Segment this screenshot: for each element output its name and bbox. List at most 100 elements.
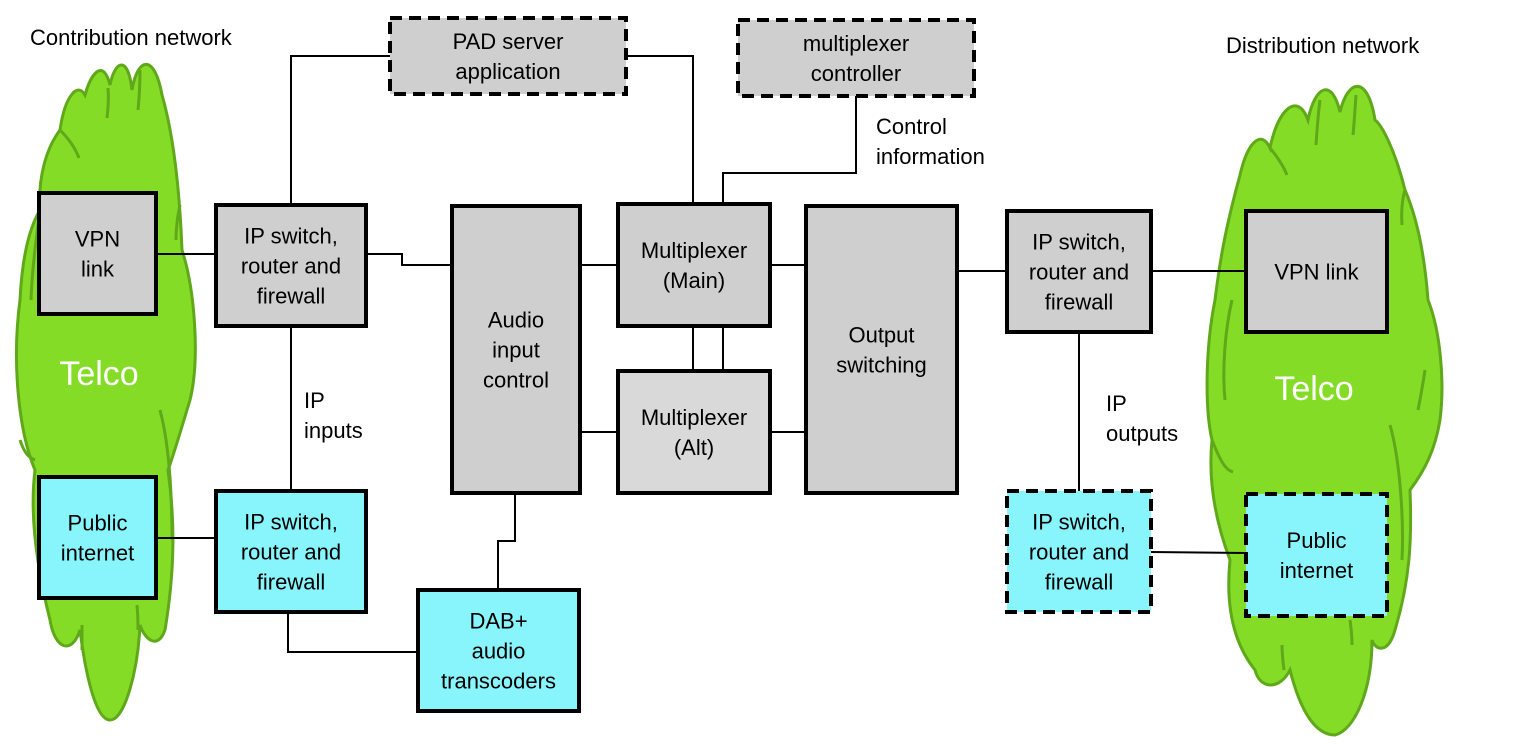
ip-inputs-label-line: IP	[304, 388, 325, 413]
dab-transcoders-label: DAB+	[469, 609, 527, 634]
ip-outputs-label-line: outputs	[1106, 421, 1178, 446]
switch-left-top-box: IP switch, router and firewall	[214, 203, 368, 328]
ip-inputs-label: IP inputs	[304, 388, 363, 443]
output-switching-label: switching	[836, 353, 926, 378]
cloud-right-fold	[1388, 424, 1404, 561]
switch-left-top-rect	[214, 203, 368, 328]
cloud-right-fold	[1222, 299, 1234, 401]
switch-right-bottom-box: IP switch, router and firewall	[1005, 489, 1153, 614]
vpn-left-rect	[37, 191, 158, 316]
dab-transcoders-rect	[416, 588, 581, 713]
vpn-right-box: VPN link	[1244, 209, 1389, 334]
cloud-left-fold	[174, 204, 182, 241]
audio-input-label: control	[483, 368, 549, 393]
ip-outputs-label: IP outputs	[1106, 391, 1178, 446]
public-left-box: Public internet	[37, 475, 158, 600]
cloud-left-fold	[158, 409, 174, 541]
switch-right-top-label: IP switch,	[1032, 230, 1126, 255]
cloud-left-label: Telco	[59, 355, 138, 393]
cloud-right-fold	[1348, 619, 1354, 646]
public-right-label: Public	[1287, 528, 1347, 553]
cloud-right-fold	[1268, 147, 1289, 176]
ip-inputs-label-line: inputs	[304, 418, 363, 443]
switch-right-bottom-label: IP switch,	[1032, 510, 1126, 535]
audio-input-label: input	[492, 338, 540, 363]
pad-server-label: PAD server	[453, 29, 564, 54]
cloud-right-fold	[1416, 369, 1427, 411]
mux-controller-label: controller	[811, 61, 901, 86]
public-right-rect	[1244, 492, 1389, 618]
cloud-right-label: Telco	[1274, 370, 1353, 408]
link-pad-server-to-mux-main	[626, 55, 694, 204]
cloud-left-fold	[105, 87, 110, 119]
pad-server-rect	[388, 16, 628, 96]
pad-server-box: PAD server application	[388, 16, 628, 96]
distribution-network-heading: Distribution network	[1226, 33, 1420, 58]
mux-alt-rect	[616, 369, 772, 495]
switch-left-bottom-rect	[214, 489, 368, 614]
vpn-left-box: VPN link	[37, 191, 158, 316]
mux-main-label: Multiplexer	[641, 238, 747, 263]
telco-cloud-left: Telco	[15, 62, 197, 722]
mux-main-rect	[616, 202, 772, 328]
connectors	[156, 55, 1247, 653]
audio-input-rect	[450, 204, 582, 495]
link-switch-right-bottom-to-public-right	[1150, 551, 1247, 554]
switch-left-bottom-label: firewall	[257, 570, 325, 595]
vpn-left-label: link	[81, 257, 115, 282]
mux-controller-box: multiplexer controller	[736, 18, 976, 98]
cloud-left-fold	[136, 69, 142, 111]
contribution-network-heading: Contribution network	[30, 25, 233, 50]
public-right-label: internet	[1280, 558, 1353, 583]
switch-right-top-label: firewall	[1045, 290, 1113, 315]
cloud-right-fold	[1210, 439, 1234, 474]
audio-input-label: Audio	[488, 308, 544, 333]
switch-right-top-box: IP switch, router and firewall	[1005, 209, 1153, 334]
public-left-label: internet	[61, 541, 134, 566]
public-left-label: Public	[68, 511, 128, 536]
cloud-left-fold	[18, 439, 36, 462]
switch-right-bottom-label: router and	[1029, 540, 1129, 565]
mux-alt-label: Multiplexer	[641, 405, 747, 430]
pad-server-label: application	[455, 59, 560, 84]
link-switch-left-top-to-pad-server	[290, 55, 390, 204]
telco-cloud-right: Telco	[1205, 84, 1444, 737]
ip-outputs-label-line: IP	[1106, 391, 1127, 416]
switch-right-top-rect	[1005, 209, 1153, 334]
switch-right-bottom-label: firewall	[1045, 570, 1113, 595]
switch-left-top-label: firewall	[257, 284, 325, 309]
control-information-label-line: Control	[876, 114, 947, 139]
control-information-label: Control information	[876, 114, 985, 169]
mux-controller-label: multiplexer	[803, 31, 909, 56]
cloud-right-fold	[1400, 189, 1407, 226]
mux-alt-box: Multiplexer(Alt)	[616, 369, 772, 495]
mux-main-label: (Main)	[663, 268, 725, 293]
cloud-right-shape	[1205, 84, 1444, 737]
switch-right-top-label: router and	[1029, 260, 1129, 285]
public-right-box: Public internet	[1244, 492, 1389, 618]
cloud-right-fold	[1314, 99, 1322, 146]
vpn-right-rect	[1244, 209, 1389, 334]
public-left-rect	[37, 475, 158, 600]
link-switch-left-top-to-audio-input	[366, 253, 452, 266]
vpn-left-label: VPN	[75, 227, 120, 252]
dab-transcoders-label: transcoders	[441, 669, 556, 694]
switch-left-top-label: IP switch,	[244, 224, 338, 249]
mux-main-box: Multiplexer (Main)	[616, 202, 772, 328]
switch-left-bottom-label: IP switch,	[244, 510, 338, 535]
link-mux-controller-to-mux-main	[722, 96, 857, 204]
mux-controller-rect	[736, 18, 976, 98]
switch-right-bottom-rect	[1005, 489, 1153, 614]
output-switching-rect	[804, 204, 959, 495]
link-dab-to-audio-input	[497, 493, 516, 590]
switch-left-top-label: router and	[241, 254, 341, 279]
control-information-label-line: information	[876, 144, 985, 169]
audio-input-box: Audio input control	[450, 204, 582, 495]
link-switch-left-bottom-to-dab	[287, 612, 418, 653]
cloud-left-fold	[135, 604, 140, 631]
cloud-left-fold	[58, 128, 81, 159]
